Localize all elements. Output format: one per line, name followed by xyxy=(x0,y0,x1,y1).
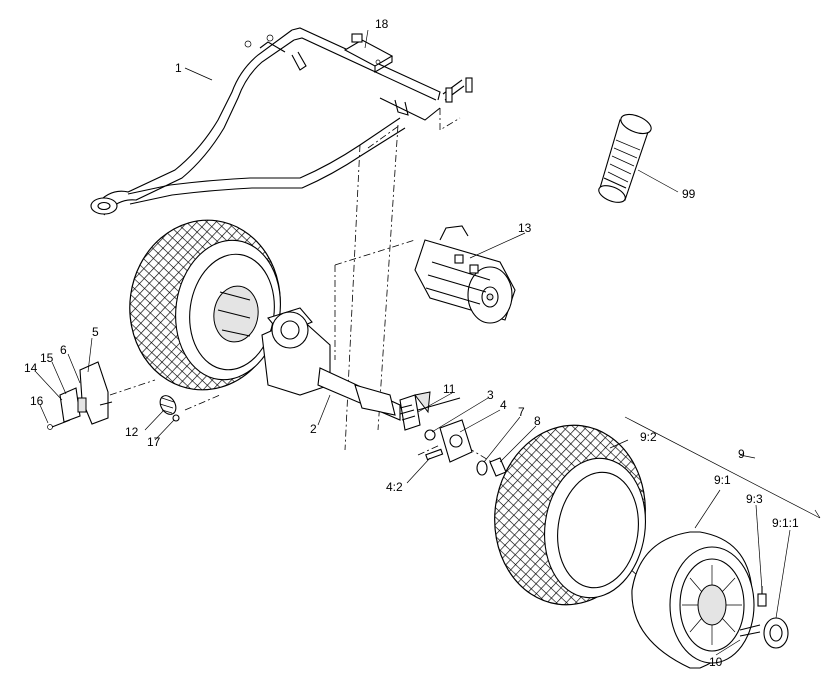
transaxle xyxy=(261,307,431,431)
bracket-18 xyxy=(343,33,394,73)
callout-1: 1 xyxy=(175,61,182,75)
wheel-rim xyxy=(631,531,761,669)
hub-cap xyxy=(763,617,789,649)
callout-4-2: 4:2 xyxy=(386,480,403,494)
hub-parts xyxy=(417,397,507,477)
callout-10: 10 xyxy=(709,655,723,669)
callout-11: 11 xyxy=(443,382,456,396)
callout-9-3: 9:3 xyxy=(746,492,763,506)
callout-7: 7 xyxy=(518,405,525,419)
tow-frame xyxy=(90,27,473,216)
callout-9-1: 9:1 xyxy=(714,473,731,487)
callout-15: 15 xyxy=(40,351,54,365)
callout-2: 2 xyxy=(310,422,317,436)
callout-3: 3 xyxy=(487,388,494,402)
callout-99: 99 xyxy=(682,187,696,201)
spray-can-99 xyxy=(598,113,652,203)
callout-9-2: 9:2 xyxy=(640,430,657,444)
callout-5: 5 xyxy=(92,325,99,339)
callout-9: 9 xyxy=(738,447,745,461)
callout-6: 6 xyxy=(60,343,67,357)
right-tire xyxy=(494,424,647,606)
callout-13: 13 xyxy=(518,221,532,235)
callout-9-1-1: 9:1:1 xyxy=(772,516,799,530)
callout-4: 4 xyxy=(500,398,507,412)
callout-16: 16 xyxy=(30,394,44,408)
callout-17: 17 xyxy=(147,435,161,449)
callout-14: 14 xyxy=(24,361,38,375)
left-tire xyxy=(129,219,281,391)
motor-13 xyxy=(414,225,516,324)
callout-12: 12 xyxy=(125,425,139,439)
leader-lines xyxy=(35,29,821,656)
brake-assembly xyxy=(47,361,113,430)
callout-8: 8 xyxy=(534,414,541,428)
callout-18: 18 xyxy=(375,17,389,31)
spring-17 xyxy=(159,395,180,422)
